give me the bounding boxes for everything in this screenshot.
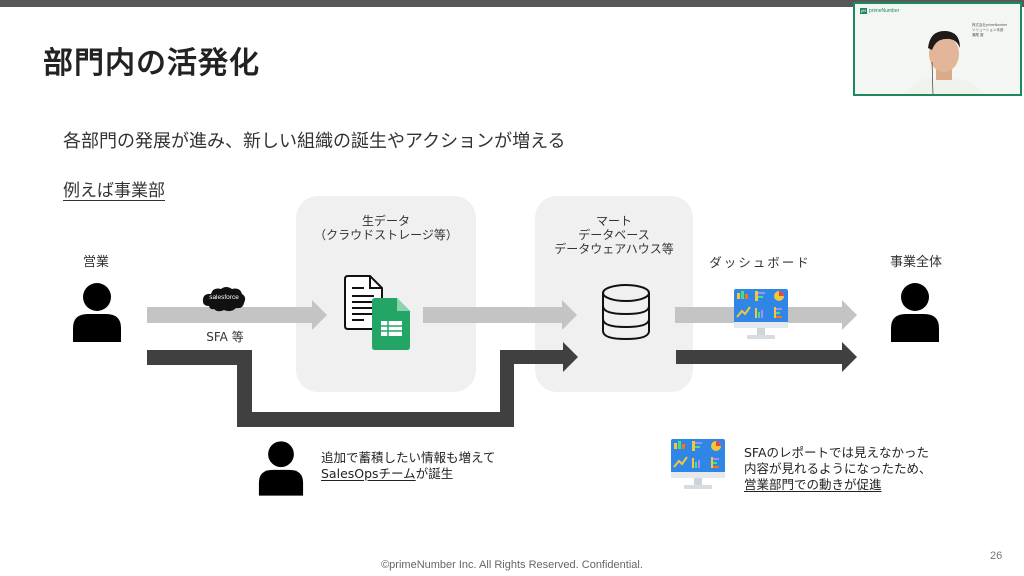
salesforce-cloud-icon <box>202 287 246 312</box>
dashboard-caption-line3: 営業部門での動きが促進 <box>744 477 882 492</box>
sales-person-icon <box>73 283 121 342</box>
business-label: 事業全体 <box>889 255 942 270</box>
webcam-brand-name: primeNumber <box>869 8 900 14</box>
mart-label: マート データベース データウェアハウス等 <box>554 214 674 256</box>
webcam-overlay[interactable]: pN primeNumber 株式会社primeNumber ソリューション本部… <box>853 2 1022 96</box>
spreadsheet-icon <box>372 298 410 350</box>
speaker-company: 株式会社primeNumber <box>972 23 1008 27</box>
raw-data-files-icon <box>344 275 410 350</box>
salesops-caption-line1: 追加で蓄積したい情報も増えて <box>321 450 496 465</box>
dashboard-caption-line2: 内容が見れるようになったため、 <box>744 461 932 476</box>
salesops-caption-line2: SalesOpsチームが誕生 <box>321 466 495 482</box>
arrow-salesops-route <box>147 342 578 427</box>
speaker-name: 瀬尾 遼 <box>972 33 984 37</box>
database-icon <box>602 284 650 341</box>
business-person-icon <box>891 283 939 342</box>
arrow-sales-to-raw <box>147 300 327 330</box>
salesops-caption-rest: が誕生 <box>415 466 454 481</box>
webcam-brand: pN primeNumber <box>860 8 899 14</box>
raw-data-label: 生データ （クラウドストレージ等） <box>314 214 458 242</box>
salesops-person-icon <box>258 441 304 496</box>
dashboard-caption: SFAのレポートでは見えなかった 内容が見れるようになったため、 営業部門での動… <box>744 445 932 493</box>
salesops-caption: 追加で蓄積したい情報も増えて SalesOpsチームが誕生 <box>321 450 495 482</box>
arrow-mart-to-business <box>676 342 857 372</box>
dashboard-caption-line1: SFAのレポートでは見えなかった <box>744 445 930 460</box>
slide-subtitle: 各部門の発展が進み、新しい組織の誕生やアクションが増える <box>63 131 566 152</box>
arrow-raw-to-mart <box>423 300 577 330</box>
raw-data-panel <box>296 196 476 392</box>
speaker-department: ソリューション本部 <box>972 28 1004 32</box>
primenumber-logo-icon: pN <box>860 8 867 14</box>
speaker-video-figure <box>906 30 983 94</box>
dashboard-monitor-icon <box>734 289 788 339</box>
top-bar <box>0 0 1024 7</box>
copyright-footer: ©primeNumber Inc. All Rights Reserved. C… <box>381 559 643 571</box>
webcam-speaker-info: 株式会社primeNumber ソリューション本部 瀬尾 遼 <box>972 23 1007 38</box>
sales-label: 営業 <box>82 255 109 270</box>
salesops-team-link-text: SalesOpsチーム <box>321 466 416 481</box>
slide-title: 部門内の活発化 <box>43 46 260 81</box>
salesforce-logo-text: salesforce <box>209 294 239 301</box>
dashboard-caption-icon <box>671 439 725 489</box>
sfa-label: SFA 等 <box>206 330 244 344</box>
example-heading: 例えば事業部 <box>63 181 165 201</box>
dashboard-label: ダッシュボード <box>709 255 811 270</box>
page-number: 26 <box>990 550 1003 562</box>
